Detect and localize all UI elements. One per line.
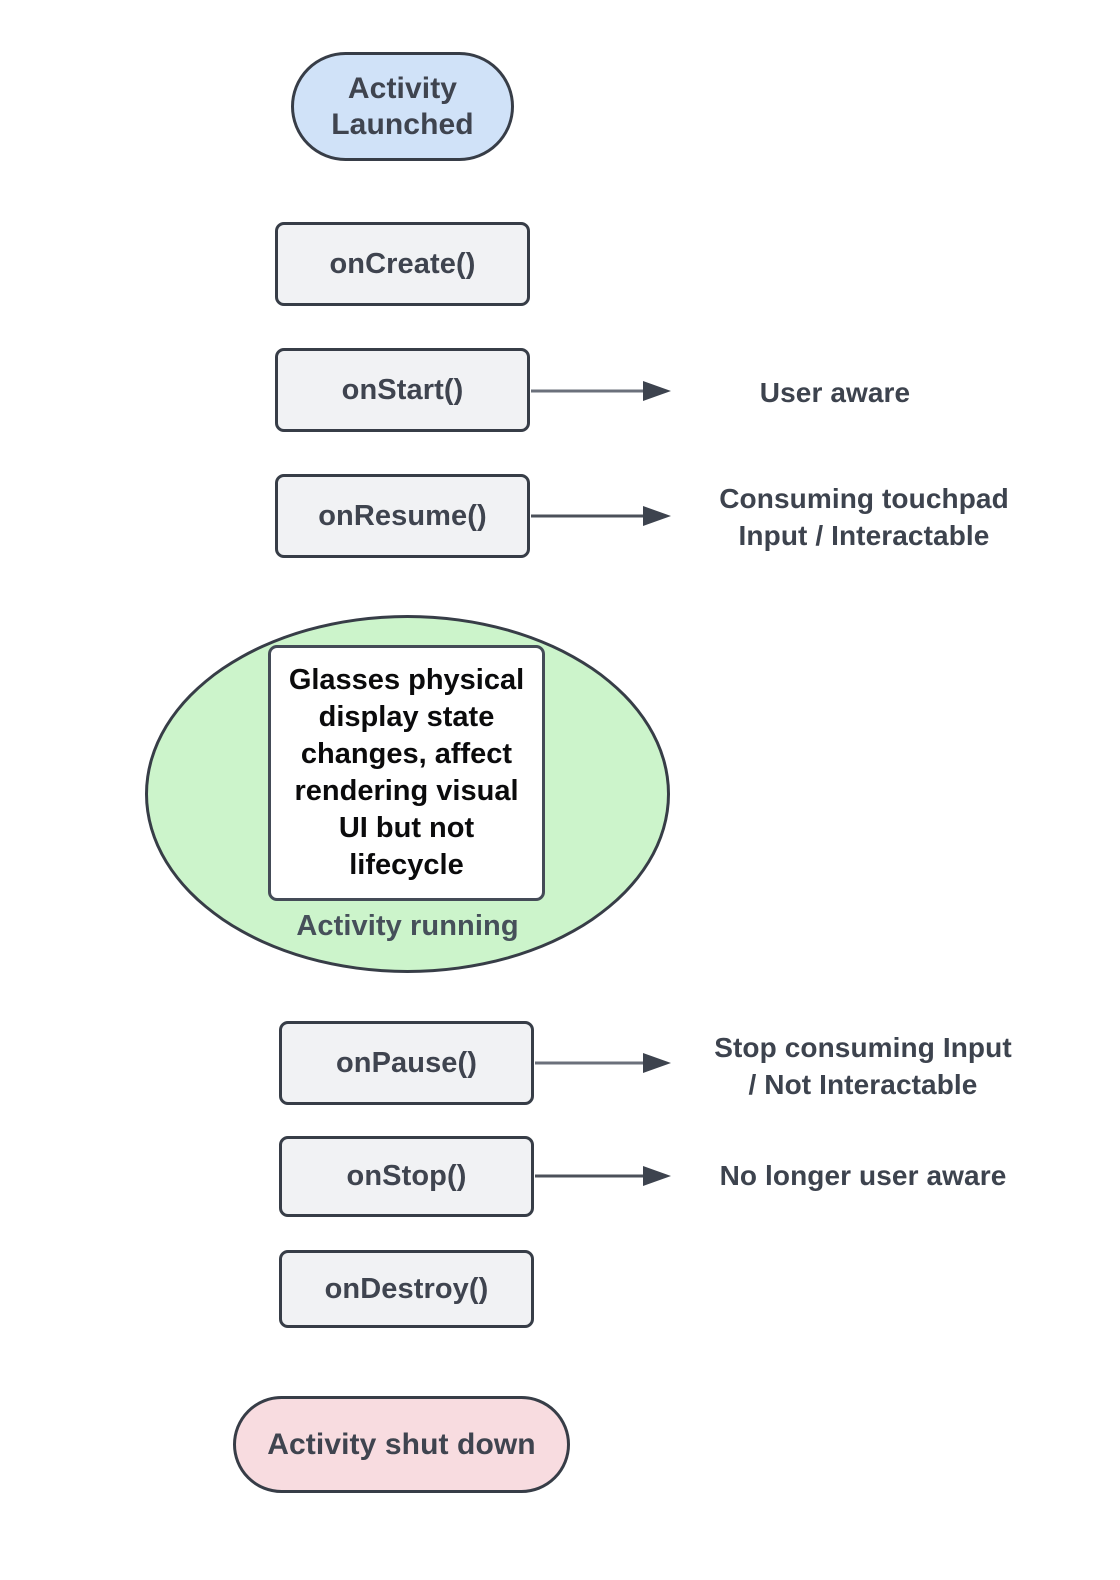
label-user-aware: User aware — [759, 377, 911, 408]
activity-running-label: Activity running — [296, 910, 519, 942]
node-on-pause[interactable]: onPause() — [279, 1021, 534, 1105]
note-line-5: UI but not — [338, 812, 475, 845]
on-destroy-label: onDestroy() — [324, 1272, 489, 1305]
on-resume-label: onResume() — [318, 499, 487, 532]
note-line-6: lifecycle — [349, 849, 464, 882]
arrow-on-stop-to-no-longer-aware — [535, 1166, 671, 1186]
node-activity-launched-label: Activity Launched — [331, 71, 473, 142]
node-activity-shut-down[interactable]: Activity shut down — [233, 1396, 570, 1493]
activity-launched-line-2: Launched — [331, 107, 474, 141]
node-on-start[interactable]: onStart() — [275, 348, 530, 432]
note-line-2: display state — [318, 700, 495, 733]
note-line-4: rendering visual — [294, 775, 519, 807]
node-activity-launched[interactable]: Activity Launched — [291, 52, 514, 161]
node-on-stop[interactable]: onStop() — [279, 1136, 534, 1217]
on-pause-label: onPause() — [335, 1046, 478, 1079]
label-stop-consuming-input: Stop consuming Input / Not Interactable — [714, 1032, 1012, 1100]
note-line-3: changes, affect — [300, 737, 513, 770]
node-on-resume[interactable]: onResume() — [275, 474, 530, 558]
on-stop-label: onStop() — [346, 1160, 467, 1193]
note-glasses-display-state: Glasses physical display state changes, … — [268, 645, 545, 901]
label-no-longer-user-aware: No longer user aware — [719, 1160, 1007, 1191]
note-line-1: Glasses physical — [288, 663, 525, 696]
node-on-create[interactable]: onCreate() — [275, 222, 530, 306]
activity-launched-line-1: Activity — [347, 72, 458, 106]
label-consuming-input: Consuming touchpad Input / Interactable — [719, 483, 1009, 551]
on-start-label: onStart() — [341, 373, 464, 406]
node-on-destroy[interactable]: onDestroy() — [279, 1250, 534, 1328]
activity-shut-down-label: Activity shut down — [267, 1427, 536, 1461]
arrow-on-start-to-user-aware — [531, 381, 671, 401]
on-create-label: onCreate() — [329, 247, 476, 280]
note-glasses-display-state-text: Glasses physical display state changes, … — [289, 662, 524, 885]
arrow-on-pause-to-stop-consuming — [535, 1053, 671, 1073]
arrow-on-resume-to-consuming-input — [531, 506, 671, 526]
